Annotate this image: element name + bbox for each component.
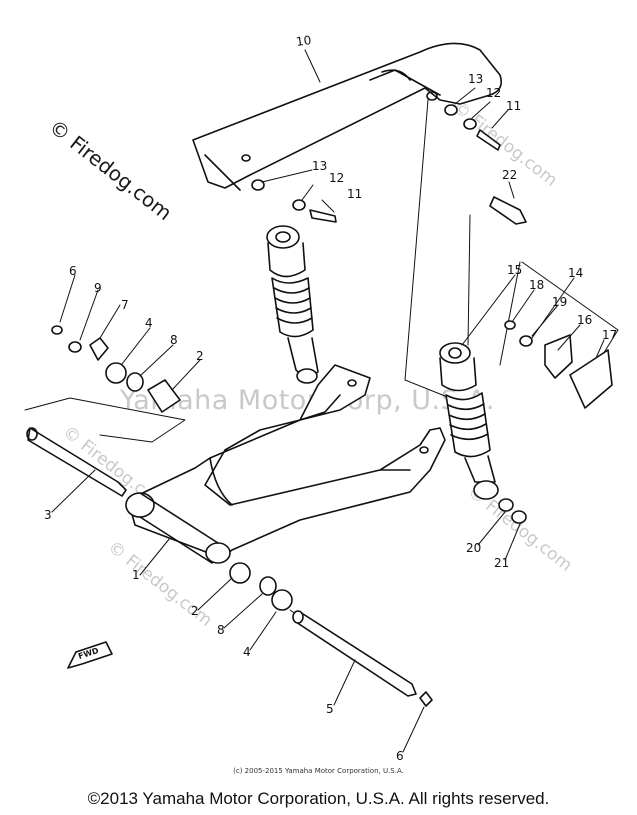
right-shock-absorber [439, 342, 499, 500]
shaft-part-3 [26, 427, 127, 497]
callout-19: 19 [552, 295, 568, 309]
callout-22: 22 [502, 168, 518, 182]
pivot-bolt-part-5 [292, 610, 417, 697]
chain-case-part-10 [192, 42, 503, 191]
callout-14: 14 [568, 266, 584, 280]
callout-1: 1 [132, 568, 140, 582]
callout-11: 11 [347, 187, 363, 201]
callout-21: 21 [494, 556, 510, 570]
callout-2: 2 [191, 604, 199, 618]
callout-11: 11 [506, 99, 522, 113]
callout-8: 8 [217, 623, 225, 637]
swingarm-part-1 [125, 364, 446, 564]
left-shock-absorber [266, 225, 319, 384]
forward-arrow-icon [67, 641, 113, 669]
callout-17: 17 [602, 328, 618, 342]
callout-20: 20 [466, 541, 482, 555]
callout-15: 15 [507, 263, 523, 277]
callout-5: 5 [326, 702, 334, 716]
callout-12: 12 [486, 86, 502, 100]
callout-13: 13 [312, 159, 328, 173]
callout-4: 4 [243, 645, 251, 659]
callout-10: 10 [295, 33, 313, 49]
callout-7: 7 [121, 298, 129, 312]
callout-4: 4 [145, 316, 153, 330]
fine-print-copyright: (c) 2005-2015 Yamaha Motor Corporation, … [233, 767, 404, 775]
callout-6: 6 [69, 264, 77, 278]
callout-2: 2 [196, 349, 204, 363]
callout-6: 6 [396, 749, 404, 763]
callout-leaders [51, 49, 605, 753]
callout-3: 3 [44, 508, 52, 522]
hardware-parts [51, 104, 613, 707]
callout-12: 12 [329, 171, 345, 185]
callout-13: 13 [468, 72, 484, 86]
copyright-footer: ©2013 Yamaha Motor Corporation, U.S.A. A… [87, 789, 550, 808]
callout-8: 8 [170, 333, 178, 347]
callout-18: 18 [529, 278, 545, 292]
callout-9: 9 [94, 281, 102, 295]
callout-16: 16 [577, 313, 593, 327]
